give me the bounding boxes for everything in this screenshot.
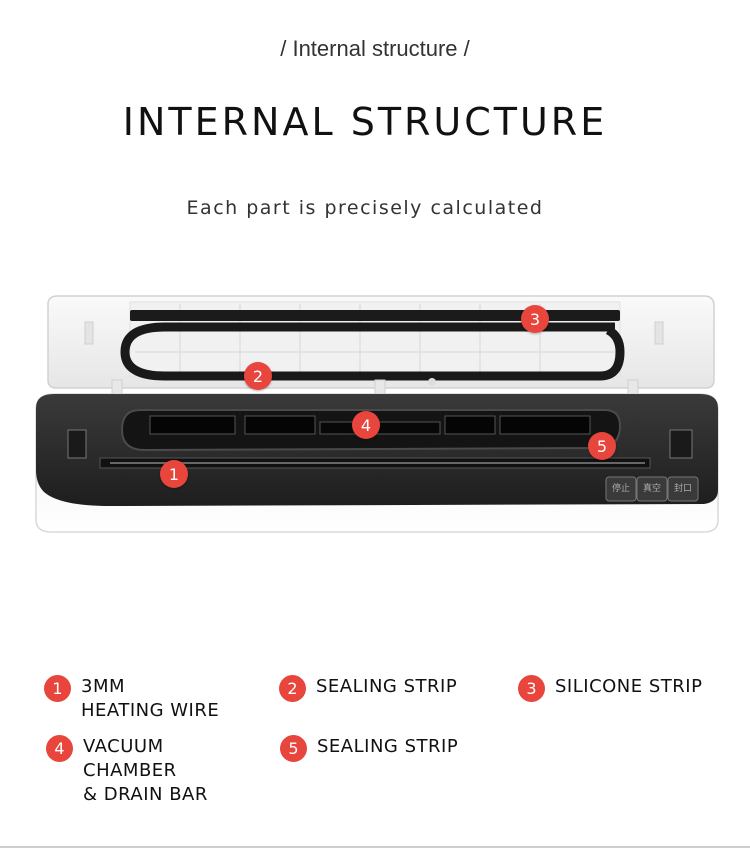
lid <box>47 295 715 389</box>
vacuum-sealer-illustration <box>35 295 719 533</box>
legend-number: 2 <box>279 675 306 702</box>
legend-label: 3MM HEATING WIRE <box>81 676 220 721</box>
legend-item-5: 5 SEALING STRIP <box>280 735 458 762</box>
legend-item-4: 4 VACUUM CHAMBER & DRAIN BAR <box>46 735 208 807</box>
marker-3: 3 <box>521 305 549 333</box>
legend-item-1: 1 3MM HEATING WIRE <box>44 675 219 723</box>
page-title: INTERNAL STRUCTURE <box>122 100 608 144</box>
bottom-divider <box>0 846 750 848</box>
vacuum-button: 真空 <box>642 484 661 494</box>
control-buttons <box>605 476 699 502</box>
seal-button: 封口 <box>673 484 692 494</box>
legend-number: 3 <box>518 675 545 702</box>
legend-number: 4 <box>46 735 73 762</box>
page-tagline: Each part is precisely calculated <box>186 197 544 219</box>
marker-4: 4 <box>352 411 380 439</box>
page-subtitle: / Internal structure / <box>280 36 470 61</box>
vacuum-sealer-image: 停止 真空 封口 1 2 3 4 5 <box>0 270 750 560</box>
marker-2: 2 <box>244 362 272 390</box>
marker-1: 1 <box>160 460 188 488</box>
parts-legend: 1 3MM HEATING WIRE 2 SEALING STRIP 3 SIL… <box>0 665 750 815</box>
legend-label: VACUUM CHAMBER & DRAIN BAR <box>83 736 208 805</box>
legend-item-3: 3 SILICONE STRIP <box>518 675 702 702</box>
legend-number: 1 <box>44 675 71 702</box>
stop-button: 停止 <box>611 484 630 494</box>
legend-number: 5 <box>280 735 307 762</box>
legend-item-2: 2 SEALING STRIP <box>279 675 457 702</box>
marker-5: 5 <box>588 432 616 460</box>
legend-label: SILICONE STRIP <box>555 676 703 697</box>
legend-label: SEALING STRIP <box>317 736 459 757</box>
legend-label: SEALING STRIP <box>316 676 458 697</box>
